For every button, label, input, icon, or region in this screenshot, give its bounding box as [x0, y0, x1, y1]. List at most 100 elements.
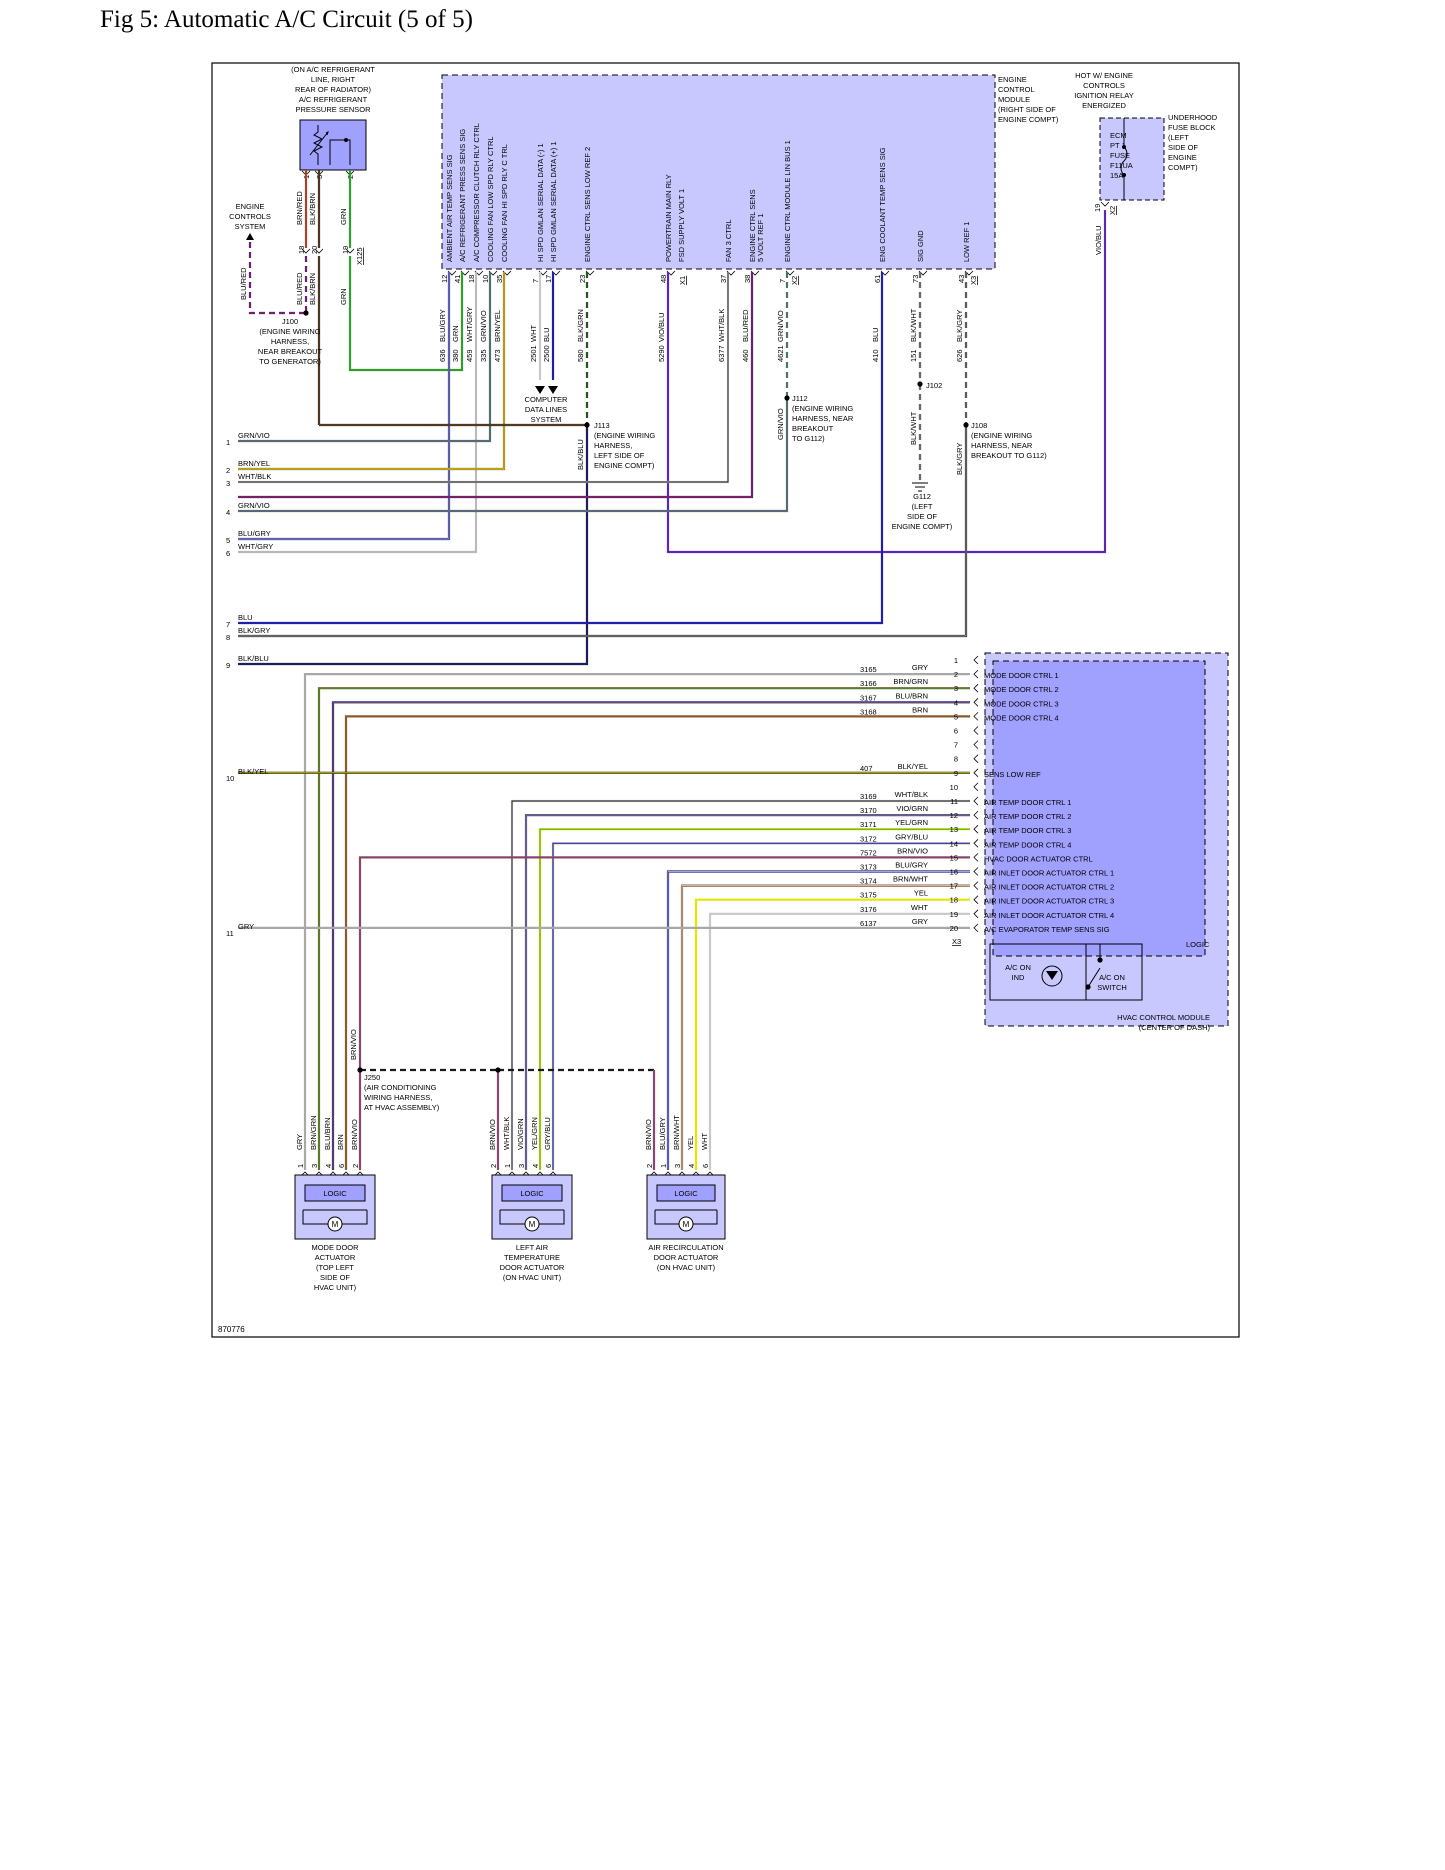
connector-chevron [549, 1171, 557, 1176]
connector-chevron [508, 1171, 516, 1176]
actuator-pin-number: 2 [351, 1164, 360, 1168]
left-ref-color: WHT/GRY [238, 542, 273, 551]
g112-label: (LEFT [912, 502, 933, 511]
wire-color-label: WHT/BLK [717, 309, 726, 342]
wire-circuit-label: 6377 [717, 345, 726, 362]
j100-label: (ENGINE WIRING [259, 327, 320, 336]
ecm-label-line: ENGINE [998, 75, 1027, 84]
wire-color-label: BLU [542, 327, 551, 342]
connector-chevron [973, 740, 979, 749]
connector-chevron [494, 1171, 502, 1176]
j108-splice [963, 422, 969, 428]
left-ref-color: BLK/GRY [238, 626, 270, 635]
ecm-connector-x2: X2 [790, 276, 799, 285]
hvac-color-label: GRY [912, 663, 928, 672]
fuse-hot-label-line: HOT W/ ENGINE [1075, 71, 1133, 80]
x125-pin-number: 18 [297, 246, 306, 254]
wire-color-label: GRN [451, 325, 460, 342]
actuator-name: (ON HVAC UNIT) [657, 1263, 716, 1272]
connector-chevron [356, 1171, 364, 1176]
motor-label: M [683, 1220, 690, 1229]
wire-stripe [238, 272, 729, 483]
ecm-pin-number: 41 [453, 275, 462, 283]
led-icon [1046, 971, 1058, 980]
sensor-lower-color: BLU/RED [295, 272, 304, 305]
wire-color-label: BLU/GRY [438, 309, 447, 342]
actuator-name: DOOR ACTUATOR [500, 1263, 565, 1272]
fuse-hot-label-line: IGNITION RELAY [1074, 91, 1133, 100]
ecm-connector-x3: X3 [969, 276, 978, 285]
sensor-label-line: LINE, RIGHT [311, 75, 356, 84]
engine-controls-line: CONTROLS [229, 212, 271, 221]
hvac-color-label: GRY/BLU [895, 832, 928, 841]
j113-label: HARNESS, [594, 441, 632, 450]
g112-label: G112 [913, 492, 931, 501]
actuator-wire-color: BRN/VIO [644, 1119, 653, 1150]
connector-chevron [692, 1171, 700, 1176]
actuator-name: LEFT AIR [516, 1243, 549, 1252]
wire-color-label: BLK/WHT [909, 411, 918, 445]
actuator-pin-number: 1 [659, 1164, 668, 1168]
x125-pin-number: 19 [341, 246, 350, 254]
hvac-color-label: BRN/GRN [893, 677, 928, 686]
hvac-circuit-label: 3176 [860, 905, 877, 914]
hvac-pin-number: 9 [954, 769, 958, 778]
actuator-wire-color: BLU/GRY [658, 1117, 667, 1150]
wire [238, 425, 589, 666]
actuator-wire-color: WHT/BLK [502, 1117, 511, 1150]
wire-circuit-label: 4621 [776, 345, 785, 362]
actuator-wire-color: BRN/GRN [309, 1115, 318, 1150]
switch-contact [1097, 957, 1103, 963]
wire [348, 256, 464, 372]
wire-color-label: WHT [529, 325, 538, 342]
sensor-label-line: REAR OF RADIATOR) [295, 85, 371, 94]
actuator-logic-box [656, 1184, 716, 1202]
engine-controls-line: SYSTEM [235, 222, 266, 231]
wire-stripe [332, 701, 970, 1170]
hvac-circuit-label: 3165 [860, 665, 877, 674]
left-ref-color: BLU [238, 613, 253, 622]
ecm-signal-name: FAN 3 CTRL [724, 219, 733, 262]
actuator-wire-color: YEL [686, 1136, 695, 1150]
connector-chevron [342, 1171, 350, 1176]
connector-chevron [536, 1171, 544, 1176]
wire-stripe [525, 814, 970, 1170]
wire-circuit-label: 2500 [542, 345, 551, 362]
fuse-block-label-line: UNDERHOOD [1168, 113, 1218, 122]
hvac-pin-signal: MODE DOOR CTRL 4 [984, 713, 1059, 722]
hvac-pin-signal: AIR TEMP DOOR CTRL 4 [984, 840, 1071, 849]
connector-chevron [973, 853, 979, 862]
motor-label: M [529, 1220, 536, 1229]
wire [238, 272, 884, 625]
ecm-pin-number: 18 [467, 275, 476, 283]
wire-color-label: BLU [871, 327, 880, 342]
ecm-pin-number: 23 [578, 275, 587, 283]
wire [551, 842, 970, 1170]
sensor-wire-color: BRN/RED [295, 191, 304, 225]
hvac-pin-number: 17 [950, 882, 958, 891]
resistor-icon [309, 125, 351, 165]
ac-on-switch-box [1085, 943, 1143, 1001]
j250-label: (AIR CONDITIONING [364, 1083, 437, 1092]
hvac-color-label: BRN/VIO [897, 846, 928, 855]
ecm-pin-number: 35 [495, 275, 504, 283]
hvac-pin-number: 14 [950, 839, 958, 848]
hvac-circuit-label: 6137 [860, 919, 877, 928]
wire [708, 912, 970, 1170]
actuator-pin-number: 4 [687, 1164, 696, 1168]
hvac-pin-signal: MODE DOOR CTRL 3 [984, 699, 1059, 708]
ecm-pin-number: 17 [544, 275, 553, 283]
actuator-pin-number: 4 [324, 1164, 333, 1168]
left-ref-color: BLU/GRY [238, 529, 271, 538]
wire-labels: BLU/REDBLU/GRY636GRN380WHT/GRY459GRN/VIO… [239, 225, 1103, 1060]
j112-label: (ENGINE WIRING [792, 404, 853, 413]
engine-control-module-box [441, 74, 996, 270]
wire-color-label: VIO/BLU [1094, 225, 1103, 255]
hvac-pin-signal: MODE DOOR CTRL 1 [984, 671, 1059, 680]
connector-chevron [678, 1171, 686, 1176]
hvac-pin-signal: AIR TEMP DOOR CTRL 1 [984, 798, 1071, 807]
connector-chevron [345, 248, 355, 254]
